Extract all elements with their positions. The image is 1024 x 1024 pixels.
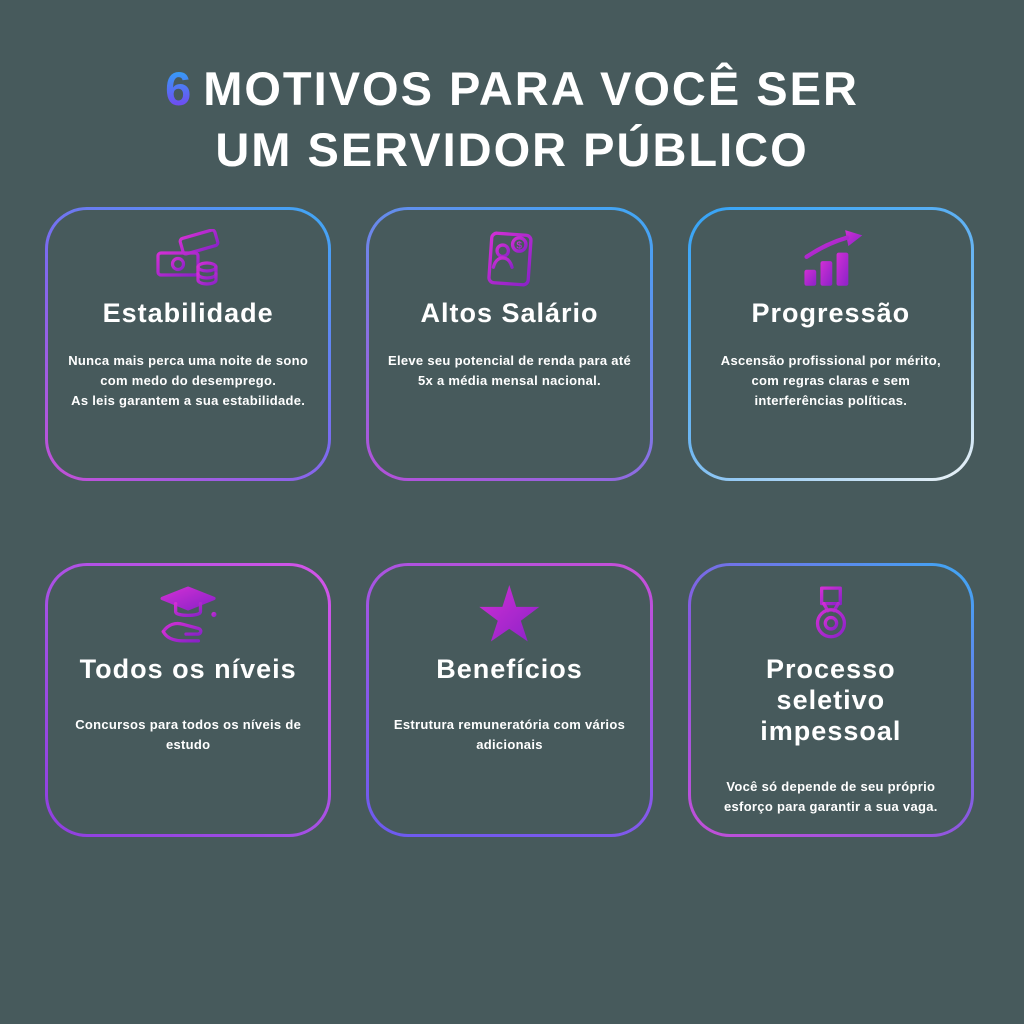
card-todos-os-niveis: Todos os níveis Concursos para todos os … bbox=[45, 563, 331, 837]
card-progressao: Progressão Ascensão profissional por mér… bbox=[688, 207, 974, 481]
growth-chart-icon bbox=[798, 226, 864, 292]
card-altos-salario: $ Altos Salário Eleve seu potencial de r… bbox=[366, 207, 652, 481]
medal-icon bbox=[802, 582, 860, 648]
title-line-2: UM SERVIDOR PÚBLICO bbox=[215, 123, 809, 177]
card-title: Progressão bbox=[751, 298, 911, 328]
card-title: Benefícios bbox=[436, 654, 583, 684]
card-title: Processo seletivo impessoal bbox=[760, 654, 902, 747]
card-title: Estabilidade bbox=[102, 298, 274, 328]
graduation-hand-icon bbox=[156, 582, 220, 648]
card-body: Você só depende de seu próprio esforço p… bbox=[724, 779, 938, 815]
card-beneficios: Benefícios Estrutura remuneratória com v… bbox=[366, 563, 652, 837]
money-icon bbox=[155, 226, 221, 292]
star-icon bbox=[477, 582, 542, 648]
title-number: 6 bbox=[165, 62, 194, 115]
card-title: Altos Salário bbox=[420, 298, 599, 328]
card-processo-seletivo: Processo seletivo impessoal Você só depe… bbox=[688, 563, 974, 837]
card-body: Nunca mais perca uma noite de sono com m… bbox=[68, 353, 309, 409]
card-body: Concursos para todos os níveis de estudo bbox=[75, 717, 302, 753]
card-body: Eleve seu potencial de renda para até 5x… bbox=[387, 353, 631, 389]
card-title: Todos os níveis bbox=[79, 654, 297, 684]
svg-text:$: $ bbox=[516, 241, 522, 252]
card-body: Estrutura remuneratória com vários adici… bbox=[393, 717, 626, 753]
salary-document-icon: $ bbox=[481, 226, 539, 292]
card-estabilidade: Estabilidade Nunca mais perca uma noite … bbox=[45, 207, 331, 481]
card-body: Ascensão profissional por mérito, com re… bbox=[720, 353, 941, 409]
cards-grid: Estabilidade Nunca mais perca uma noite … bbox=[45, 207, 974, 837]
title-line-1-text: MOTIVOS PARA VOCÊ SER bbox=[203, 62, 859, 115]
